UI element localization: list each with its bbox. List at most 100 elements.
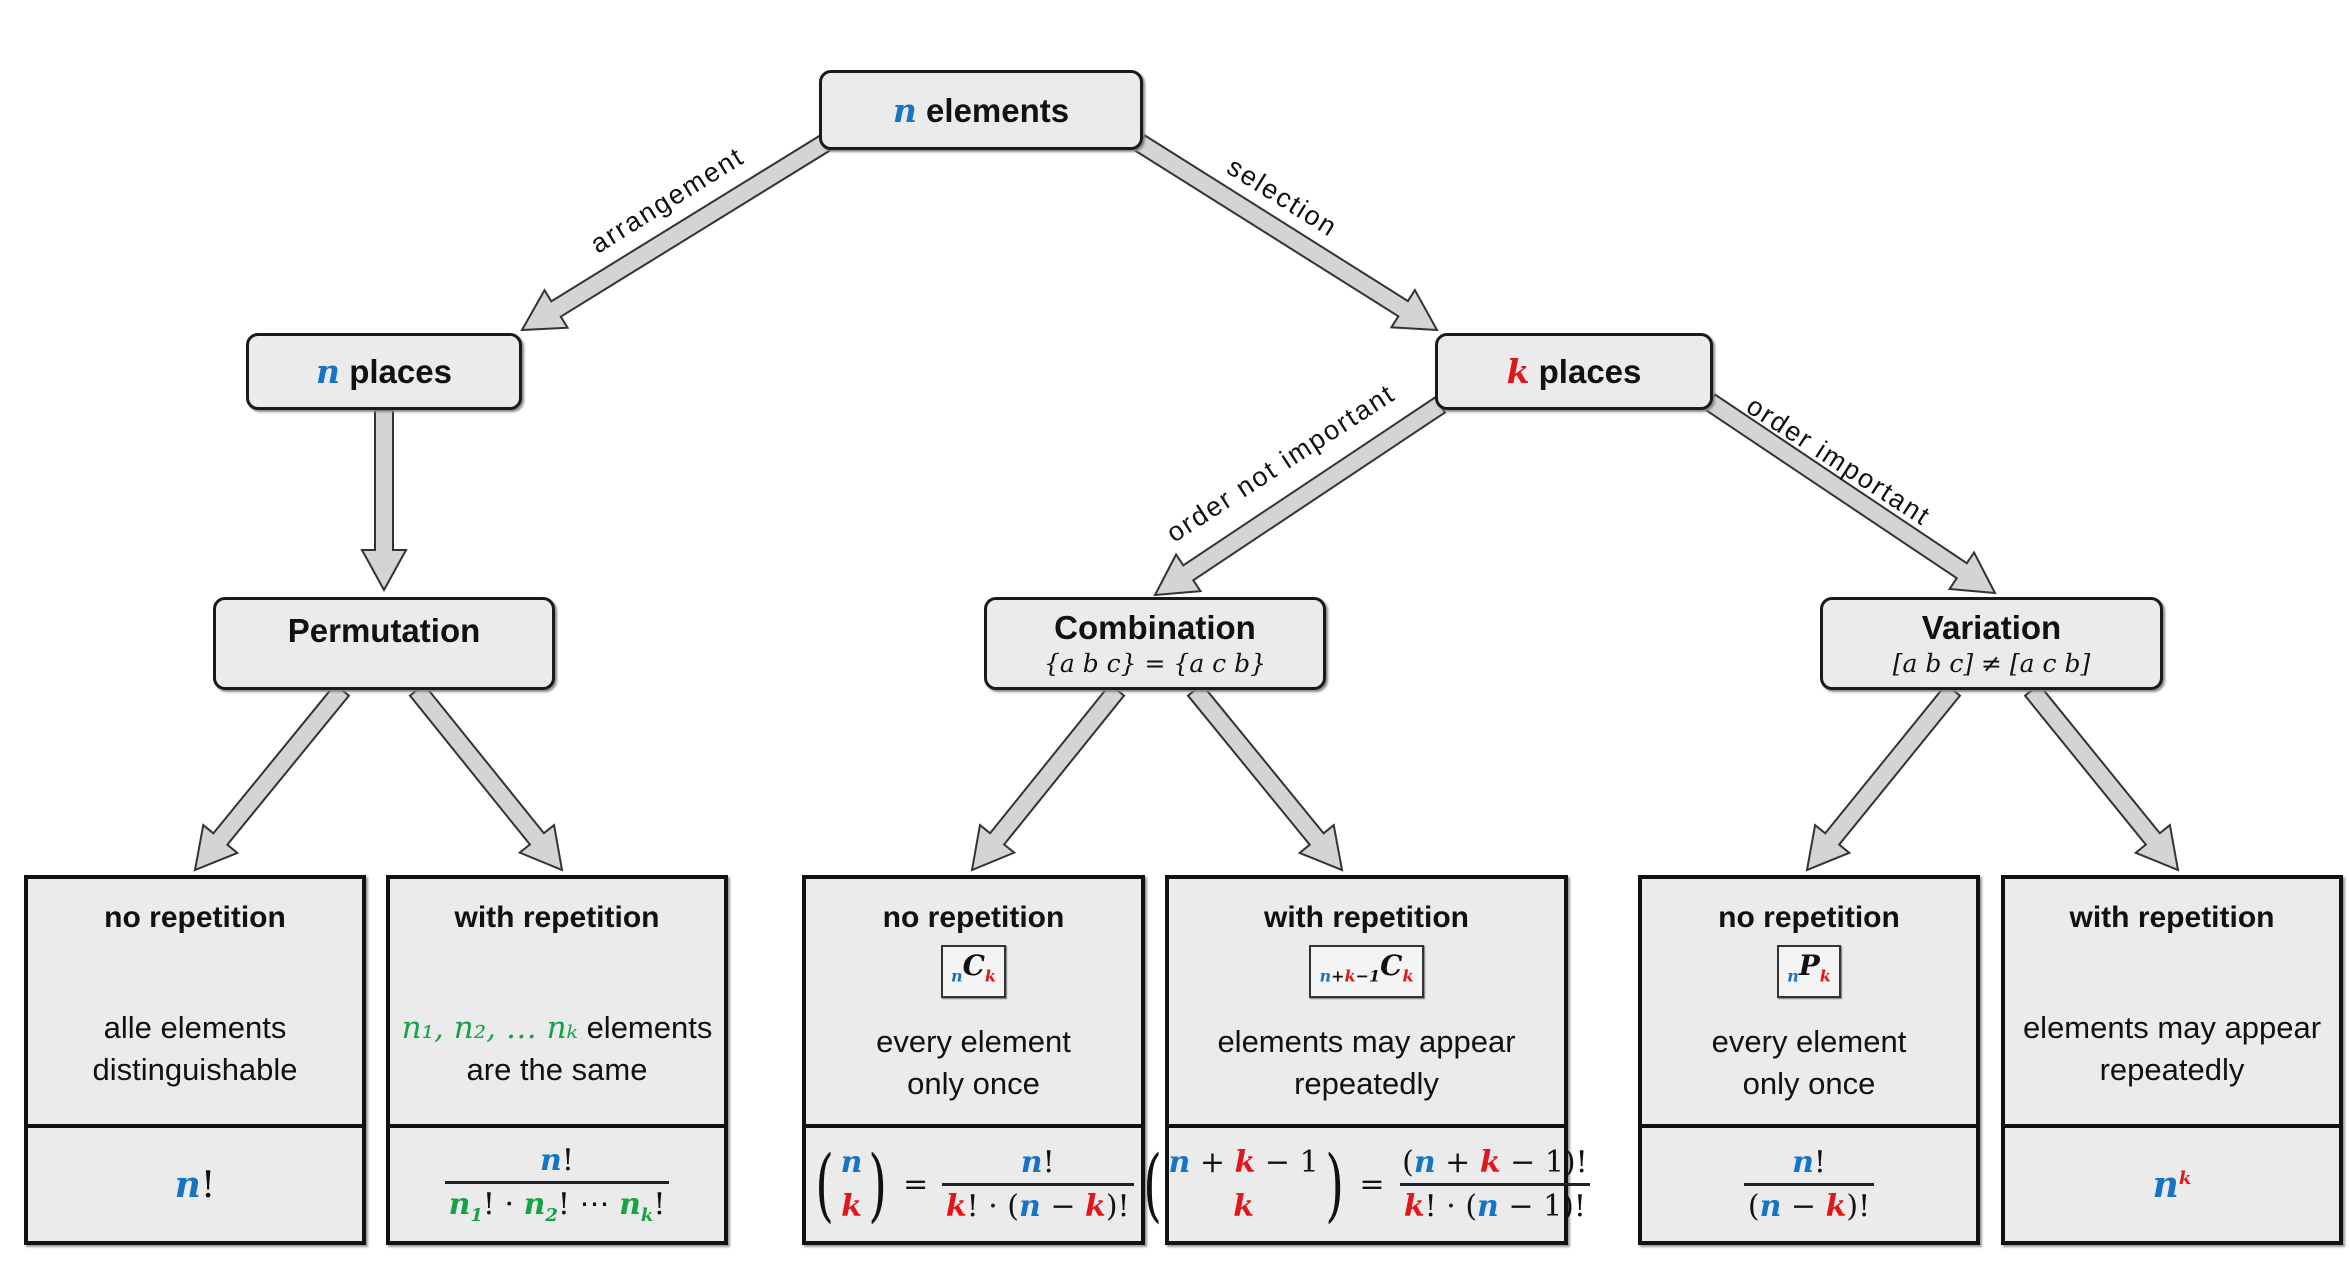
- math-expression: n: [951, 967, 963, 986]
- math-expression: (n − k)!: [1748, 1189, 1870, 1224]
- notation-box: n+k−1Ck: [1309, 945, 1424, 998]
- math-symbol: )!: [1846, 1189, 1871, 1224]
- description-text: repeatedly: [2099, 1052, 2245, 1087]
- math-variable: k: [984, 966, 997, 986]
- arrow-n-places-permutation: [360, 409, 408, 593]
- arrow-comb-no-rep: [970, 682, 1126, 872]
- card-heading: with repetition: [2069, 901, 2275, 934]
- paren-left: (: [815, 1137, 835, 1231]
- var-n: n: [892, 90, 917, 130]
- fraction: n!n1! · n2! ⋯ nk!: [444, 1143, 670, 1226]
- card-heading: with repetition: [1264, 901, 1469, 934]
- description-variables: n₁, n₂, … nₖ: [401, 1010, 578, 1046]
- denominator: k! · (n − k)!: [941, 1183, 1134, 1224]
- node-label: elements: [916, 91, 1070, 129]
- paren-right: ): [1324, 1137, 1344, 1231]
- node-k-places: k places: [1435, 333, 1713, 410]
- node-permutation: Permutation: [213, 597, 555, 690]
- node-variation: Variation [a b c] ≠ [a c b]: [1820, 597, 2163, 690]
- numerator: n!: [536, 1143, 578, 1181]
- paren-right: ): [868, 1137, 888, 1231]
- card-description: elements may appear repeatedly: [1169, 1021, 1564, 1105]
- math-symbol: )!: [1105, 1189, 1130, 1224]
- math-symbol: +: [1190, 1144, 1235, 1180]
- math-variable: k: [945, 1189, 967, 1224]
- math-variable: n1: [448, 1187, 483, 1226]
- result-card: with repetition n+k−1Ck elements may appea…: [1144, 875, 1590, 1245]
- math-expression: n!: [540, 1143, 574, 1178]
- node-n-places: n places: [246, 333, 522, 410]
- description-line: repeatedly: [2005, 1049, 2339, 1091]
- denominator: k! · (n − 1)!: [1399, 1183, 1590, 1224]
- math-expression: n!: [1792, 1145, 1826, 1180]
- description-line: n₁, n₂, … nₖ elements: [390, 1007, 724, 1049]
- description-text: alle elements: [103, 1010, 287, 1045]
- numerator: n!: [1788, 1145, 1830, 1183]
- formula: n!: [175, 1164, 216, 1206]
- math-symbol: +: [1435, 1145, 1480, 1180]
- math-variable: n: [950, 966, 963, 986]
- fraction: (n + k − 1)!k! · (n − 1)!: [1398, 1145, 1592, 1224]
- paren-left: (: [1143, 1137, 1163, 1231]
- description-line: only once: [806, 1063, 1141, 1105]
- notation-box: nCk: [940, 945, 1007, 998]
- math-symbol: − 1: [1255, 1144, 1319, 1180]
- formula: n! (n − k)!: [1740, 1145, 1878, 1224]
- description-line: every element: [1642, 1021, 1976, 1063]
- math-variable: n: [1787, 966, 1799, 986]
- math-subscript: k: [640, 1205, 654, 1226]
- var-k: k: [1506, 352, 1530, 391]
- math-symbol: (: [1747, 1189, 1760, 1224]
- math-expression: n + k − 1: [1169, 1141, 1319, 1185]
- math-variable: k: [1403, 1189, 1425, 1224]
- arrow-perm-no-rep: [193, 682, 351, 872]
- math-expression: k: [1820, 967, 1831, 986]
- description-line: only once: [1642, 1063, 1976, 1105]
- math-variable: nk: [619, 1187, 654, 1226]
- equals-sign: =: [893, 1167, 938, 1202]
- math-symbol: !: [1813, 1145, 1826, 1180]
- fraction: n!k! · (n − k)!: [941, 1145, 1134, 1224]
- description-text: elements may appear: [1217, 1024, 1516, 1059]
- math-variable: n: [1168, 1144, 1191, 1180]
- math-variable: k: [1344, 966, 1356, 986]
- node-title: Combination: [1054, 609, 1256, 646]
- math-variable: k: [1402, 966, 1414, 986]
- var-n: n: [316, 352, 341, 391]
- card-formula-section: nk: [2005, 1128, 2339, 1241]
- description-text: elements: [577, 1010, 713, 1045]
- node-label: places: [340, 353, 452, 390]
- description-line: elements may appear: [2005, 1007, 2339, 1049]
- math-variable: k: [1825, 1189, 1847, 1224]
- math-variable: nk: [2152, 1163, 2192, 1206]
- math-variable: k: [1234, 1144, 1256, 1180]
- description-line: are the same: [390, 1049, 724, 1091]
- node-n-elements: n elements: [819, 70, 1143, 150]
- math-variable: k: [1479, 1145, 1501, 1180]
- description-text: every element: [1711, 1024, 1907, 1059]
- node-example: {a b c} = {a c b}: [1043, 649, 1267, 678]
- notation-box: nPk: [1777, 945, 1841, 998]
- card-heading: no repetition: [882, 901, 1065, 934]
- math-symbol: !: [561, 1143, 574, 1178]
- description-text: repeatedly: [1294, 1066, 1439, 1101]
- math-expression: n: [1787, 967, 1799, 986]
- notation-symbol: P: [1798, 949, 1820, 982]
- card-description-section: with repetition n+k−1Ck elements may appea…: [1169, 879, 1564, 1128]
- math-variable: n: [1413, 1145, 1436, 1180]
- numerator: n!: [1017, 1145, 1059, 1183]
- math-expression: k: [985, 967, 996, 986]
- notation-suffix: k: [985, 967, 996, 986]
